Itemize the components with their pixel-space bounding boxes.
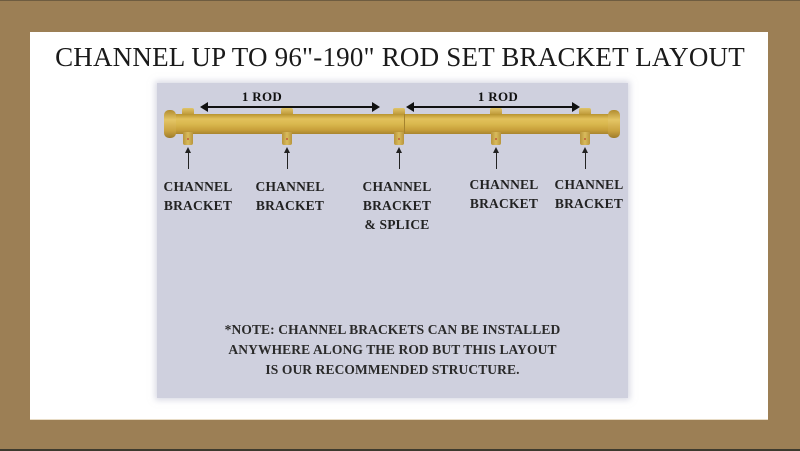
page-title: CHANNEL UP TO 96"-190" ROD SET BRACKET L… (55, 42, 745, 72)
channel-bracket-icon (394, 132, 404, 145)
bracket-top-icon (281, 108, 293, 114)
arrow-up-icon (284, 147, 290, 169)
bracket-top-icon (490, 108, 502, 114)
bracket-top-icon (579, 108, 591, 114)
arrow-up-icon (185, 147, 191, 169)
rod-end-cap-left (164, 110, 176, 138)
dimension-label-rod-1: 1 ROD (241, 89, 283, 104)
splice-seam (404, 114, 405, 134)
channel-bracket-icon (491, 132, 501, 145)
bracket-label-4: CHANNEL BRACKET (469, 177, 539, 211)
installation-note: *NOTE: CHANNEL BRACKETS CAN BE INSTALLED… (224, 322, 561, 377)
arrow-up-icon (396, 147, 402, 169)
double-arrow-icon (200, 102, 380, 112)
bracket-label-1: CHANNEL BRACKET (163, 179, 233, 213)
channel-bracket-icon (282, 132, 292, 145)
channel-bracket-icon (183, 132, 193, 145)
bracket-label-2: CHANNEL BRACKET (255, 179, 325, 213)
channel-bracket-icon (580, 132, 590, 145)
bracket-top-icon (182, 108, 194, 114)
dimension-label-rod-2: 1 ROD (477, 89, 519, 104)
bracket-top-icon (393, 108, 405, 114)
frame-top-edge (0, 0, 800, 1)
curtain-rod (172, 114, 612, 134)
double-arrow-icon (406, 102, 580, 112)
arrow-up-icon (582, 147, 588, 169)
diagram-panel (157, 83, 628, 398)
bracket-label-3-splice: CHANNEL BRACKET & SPLICE (362, 179, 432, 232)
bracket-label-5: CHANNEL BRACKET (554, 177, 624, 211)
rod-end-cap-right (608, 110, 620, 138)
arrow-up-icon (493, 147, 499, 169)
frame-bottom-edge (0, 449, 800, 451)
